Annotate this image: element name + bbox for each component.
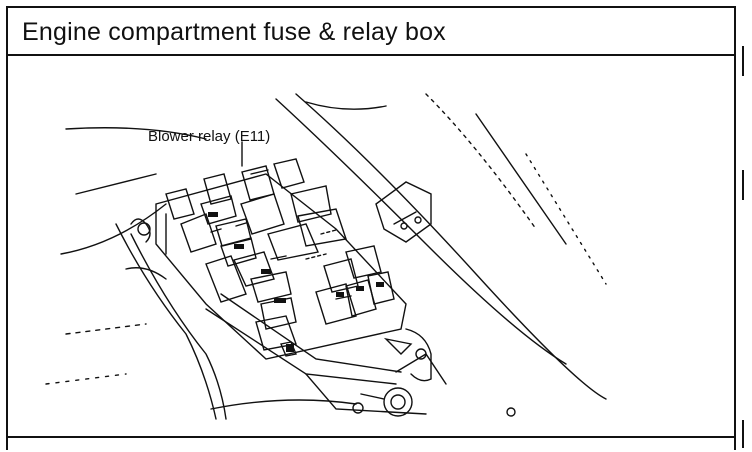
right-edge-mark [742,170,744,200]
diagram-frame: Engine compartment fuse & relay box [6,6,736,450]
right-edge-mark [742,46,744,76]
engine-bay-illustration [45,93,607,420]
title-bar: Engine compartment fuse & relay box [8,8,734,56]
bottom-divider [8,436,734,438]
page-title: Engine compartment fuse & relay box [22,18,446,46]
blower-relay-label: Blower relay (E11) [148,128,271,145]
right-edge-mark [742,420,744,448]
